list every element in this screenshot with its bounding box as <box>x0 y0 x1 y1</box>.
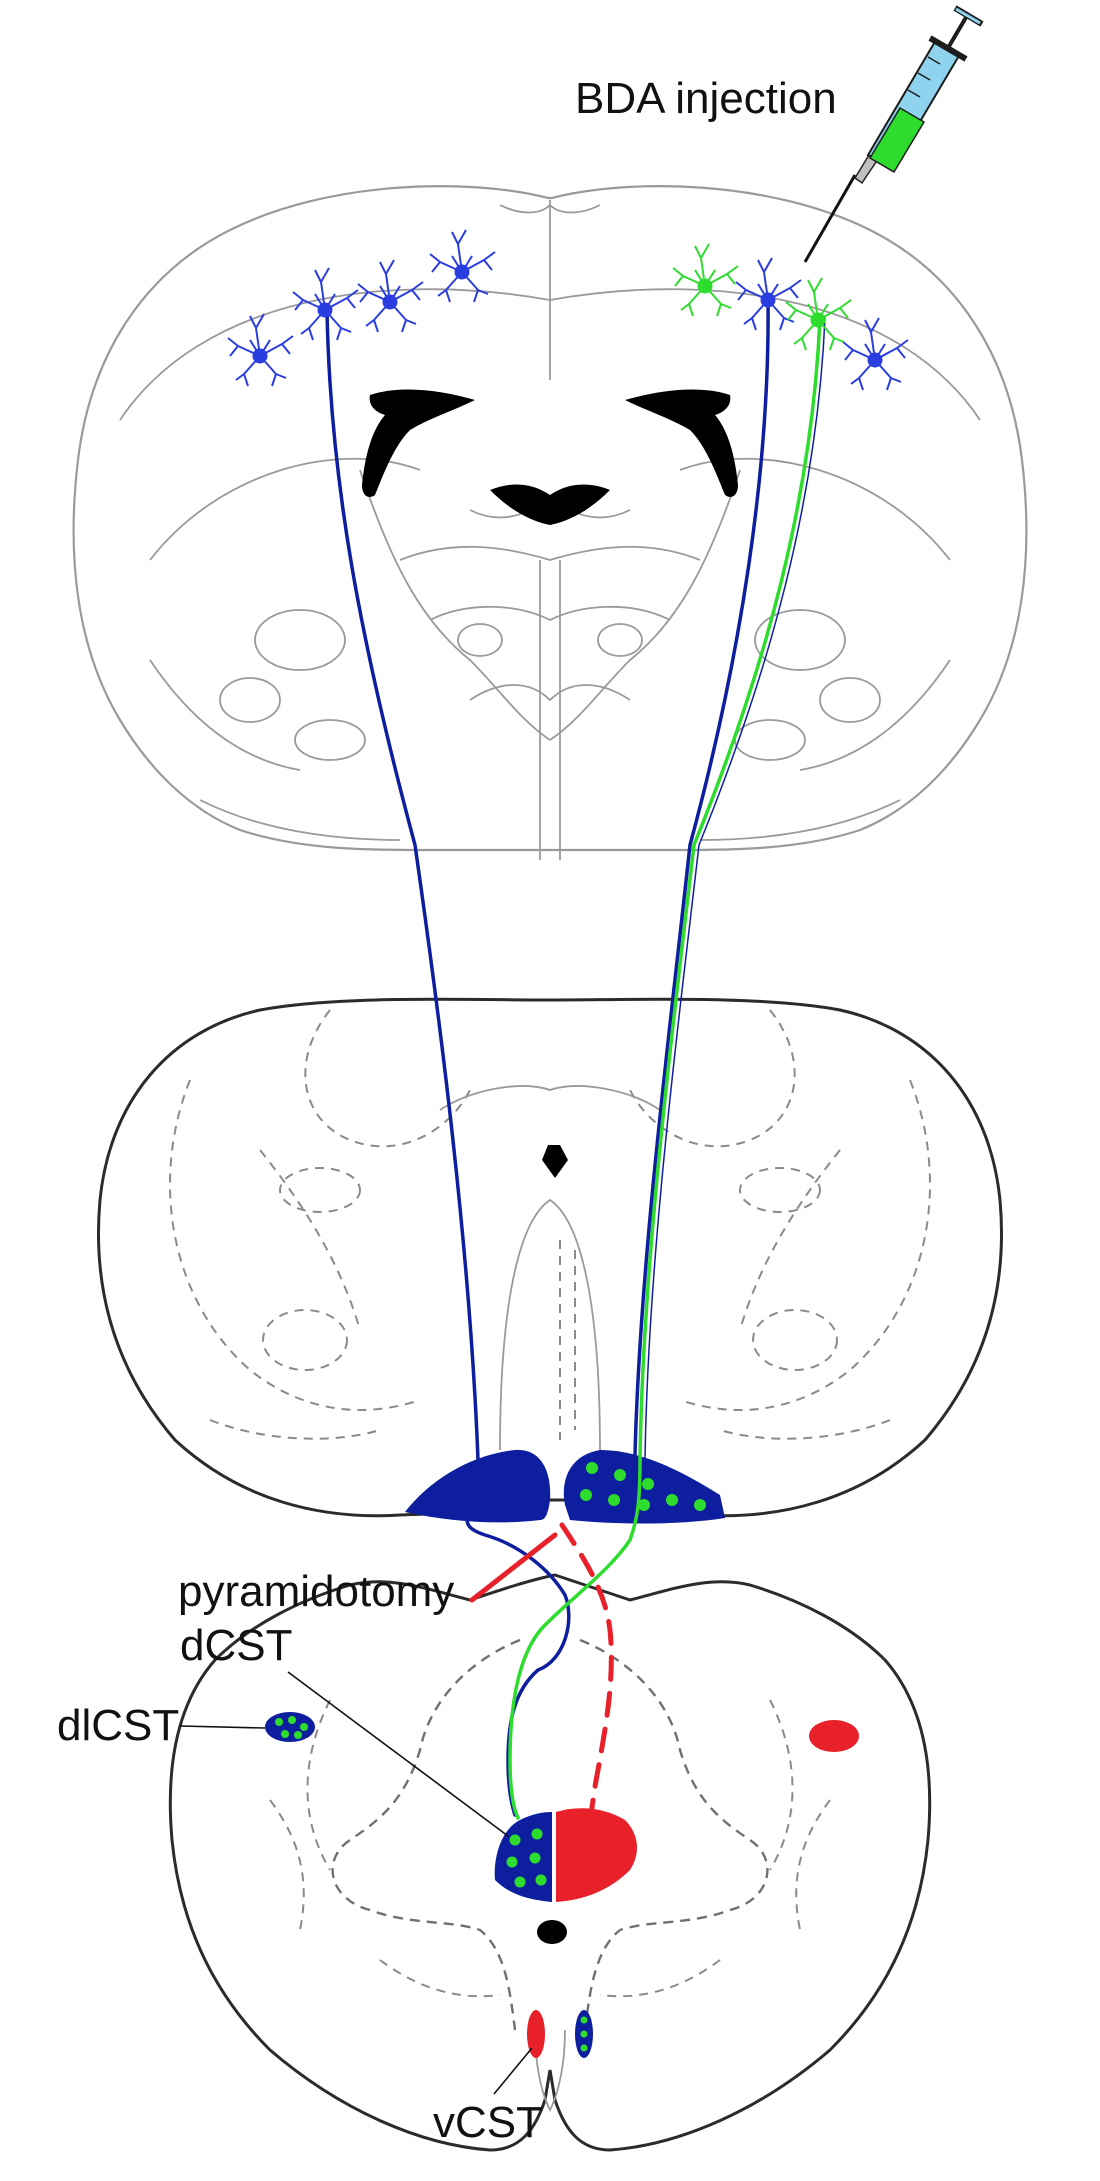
dcst-lesioned <box>556 1808 637 1902</box>
tract-right-blue <box>633 298 770 1457</box>
pyramid-right-labeled-dots <box>580 1462 706 1511</box>
dcst-region <box>494 1808 637 1902</box>
leader-lines <box>179 1671 533 2095</box>
vcst-label: vCST <box>433 2098 543 2147</box>
tract-right-green <box>508 316 822 1820</box>
tract-lesioned-dashed <box>559 1522 614 1823</box>
lateral-ventricles <box>362 389 738 525</box>
dlcst-right <box>809 1720 859 1752</box>
vcst-region <box>527 2010 593 2058</box>
axon-tracts <box>325 298 826 1823</box>
vcst-left <box>527 2010 545 2058</box>
central-canal <box>537 1920 567 1944</box>
dcst-labeled-dots <box>506 1828 547 1888</box>
tract-left-blue <box>325 308 571 1817</box>
dcst-leader <box>287 1671 509 1837</box>
syringe-icon <box>803 5 984 263</box>
fourth-ventricle <box>542 1145 568 1178</box>
pyramidotomy-label: pyramidotomy <box>178 1567 454 1616</box>
brain-section <box>72 185 1028 860</box>
vcst-leader <box>493 2047 533 2095</box>
dlcst-leader <box>179 1725 266 1729</box>
dcst-label: dCST <box>180 1621 292 1670</box>
medulla-section <box>96 997 1004 1518</box>
dlcst-label: dlCST <box>57 1701 179 1750</box>
pyramidotomy-lesion-mark <box>469 1532 558 1603</box>
bda-injection-label: BDA injection <box>575 74 837 123</box>
dlcst-left <box>265 1712 315 1742</box>
